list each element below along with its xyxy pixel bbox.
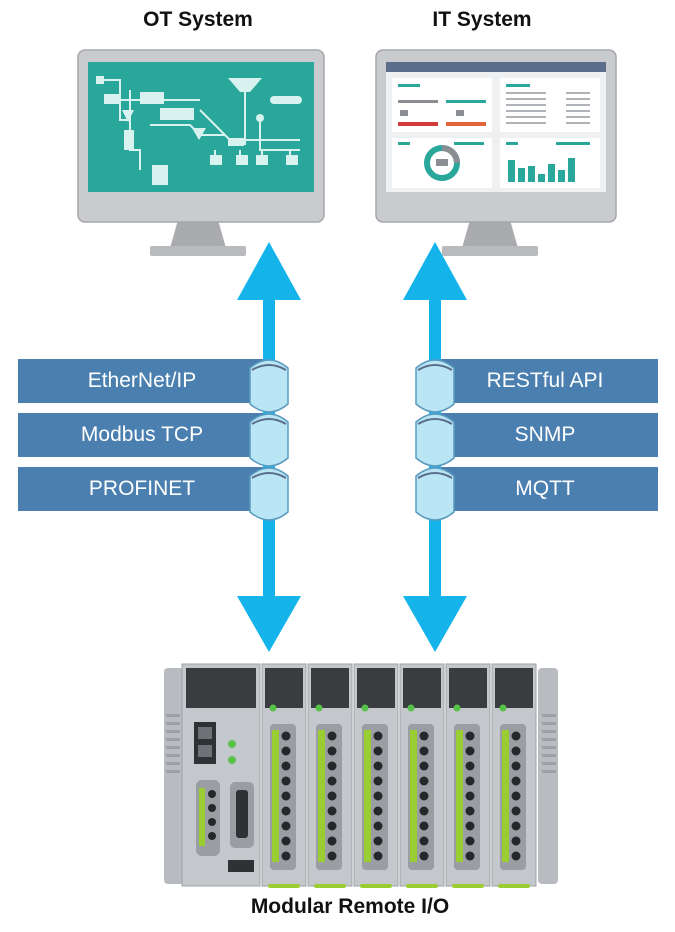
ot-cable-sleeves: [249, 359, 289, 521]
protocol-band-mqtt: MQTT: [432, 467, 658, 511]
protocol-band-snmp: SNMP: [432, 413, 658, 457]
ot-screen: [88, 62, 314, 192]
ot-monitor: [77, 49, 325, 256]
arrow-head-down: [237, 596, 301, 652]
io-module: [399, 663, 445, 888]
ot-system-title: OT System: [143, 8, 253, 31]
io-module: [261, 663, 307, 888]
arrow-head-down: [403, 596, 467, 652]
it-monitor: [375, 49, 617, 256]
io-module: [491, 663, 537, 888]
arrow-head-up: [403, 242, 467, 300]
remote-io-device: [164, 663, 558, 887]
protocol-band-profinet: PROFINET: [18, 467, 266, 511]
remote-io-title: Modular Remote I/O: [250, 895, 450, 918]
io-modules: [261, 663, 537, 888]
protocol-band-modbus-tcp: Modbus TCP: [18, 413, 266, 457]
it-cable-sleeves: [415, 359, 455, 521]
io-module: [445, 663, 491, 888]
protocol-band-ethernet-ip: EtherNet/IP: [18, 359, 266, 403]
io-module: [353, 663, 399, 888]
protocol-band-restful-api: RESTful API: [432, 359, 658, 403]
ot-process-components: [96, 76, 302, 185]
arrow-head-up: [237, 242, 301, 300]
it-system-title: IT System: [432, 8, 532, 31]
io-module: [307, 663, 353, 888]
it-dashboard: [392, 78, 600, 188]
